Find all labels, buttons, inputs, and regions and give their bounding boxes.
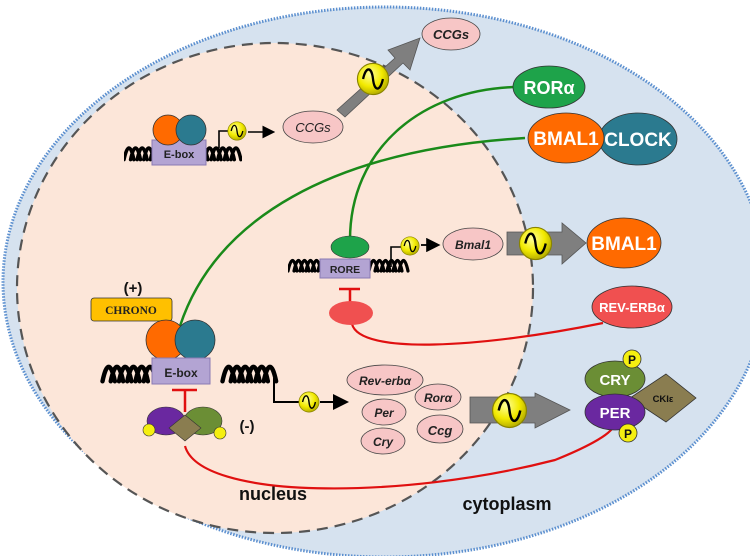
oscillator-icon xyxy=(491,392,528,429)
phospho-dot xyxy=(213,426,227,440)
gene-pill xyxy=(414,383,462,411)
chrono-box xyxy=(90,297,173,322)
main-ebox-box xyxy=(151,357,211,385)
ccgs-protein-label: CCGs xyxy=(433,27,469,42)
gene-label: Rorα xyxy=(424,391,453,405)
bmal1-gene-pill xyxy=(442,227,504,261)
clock-label: CLOCK xyxy=(604,130,672,151)
oscillator-icon xyxy=(518,226,553,261)
dna-helix-icon xyxy=(103,367,157,381)
gene-pill xyxy=(346,364,424,396)
dna-helix-icon xyxy=(223,367,277,381)
phospho-top-label: P xyxy=(628,353,636,367)
ccgs-gene-label: CCGs xyxy=(295,120,331,135)
clock-circle xyxy=(175,114,207,146)
nucleus-region xyxy=(15,41,535,535)
gene-pill xyxy=(361,398,407,426)
main-ebox-label: E-box xyxy=(164,366,198,380)
rev-erb-alpha-label: REV-ERBα xyxy=(599,300,665,315)
per-cry-ckie-complex: CKIε CRY PER P P xyxy=(584,349,697,443)
gene-label: Per xyxy=(374,406,395,420)
nucleus-label: nucleus xyxy=(239,484,307,504)
gene-pill xyxy=(416,414,464,444)
phospho-dot xyxy=(142,423,156,437)
rore-promoter: RORE xyxy=(288,235,441,325)
phospho-bottom-label: P xyxy=(624,427,632,441)
gene-label: Ccg xyxy=(428,423,453,438)
per-cry-translation-arrow xyxy=(469,392,571,429)
dna-helix-icon xyxy=(367,258,410,273)
bmal1-complex-label: BMAL1 xyxy=(533,129,599,150)
main-ebox-promoter: E-box xyxy=(103,357,349,413)
rev-erb-repression-line xyxy=(350,321,604,346)
ccgs-translation-arrow xyxy=(336,37,421,118)
oscillator-icon xyxy=(356,62,390,96)
rev-erb-bound-ellipse xyxy=(329,301,373,325)
target-gene-cluster: Rev-erbα Rorα Per Cry Ccg xyxy=(346,364,464,455)
oscillator-icon xyxy=(227,121,247,141)
ror-alpha-protein xyxy=(512,65,586,109)
oscillator-icon xyxy=(298,391,320,413)
top-ebox-promoter: E-box xyxy=(124,114,276,166)
ckie-bound-diamond xyxy=(168,414,202,442)
bmal1-protein-complex xyxy=(527,112,605,164)
ror-bound-ellipse xyxy=(330,235,370,259)
cry-label: CRY xyxy=(599,372,630,389)
cytoplasm-label: cytoplasm xyxy=(462,494,551,514)
bmal1-translation-arrow xyxy=(506,222,587,265)
chrono-label: CHRONO xyxy=(105,305,157,317)
per-cry-repressor-complex xyxy=(142,406,227,442)
ror-alpha-label: RORα xyxy=(523,78,574,98)
rev-erb-alpha-protein xyxy=(591,285,673,329)
bmal1-protein xyxy=(586,217,662,269)
phospho-bottom-dot xyxy=(618,423,638,443)
bmal1-protein-label: BMAL1 xyxy=(591,234,657,255)
bmal1-clock-activation-line xyxy=(178,136,526,327)
per-label: PER xyxy=(600,405,631,422)
bmal1-gene-label: Bmal1 xyxy=(455,238,491,252)
phospho-top-dot xyxy=(622,349,642,369)
ckie-diamond xyxy=(629,373,697,423)
ccgs-protein xyxy=(421,17,481,51)
rore-label: RORE xyxy=(330,264,360,276)
per-protein xyxy=(584,393,646,431)
ror-activation-line xyxy=(348,85,516,241)
top-ebox-label: E-box xyxy=(164,149,195,161)
ckie-label: CKIε xyxy=(653,394,674,405)
per-cry-repression-line xyxy=(183,424,616,490)
gene-label: Cry xyxy=(373,435,394,449)
activator-sign: (+) xyxy=(124,280,143,297)
ccgs-gene-pill xyxy=(282,110,344,144)
gene-label: Rev-erbα xyxy=(359,374,412,388)
rore-box xyxy=(319,258,371,279)
oscillator-icon xyxy=(400,236,420,256)
repressor-sign: (-) xyxy=(240,418,255,435)
gene-pill xyxy=(360,427,406,455)
clock-bound-circle xyxy=(174,319,216,361)
